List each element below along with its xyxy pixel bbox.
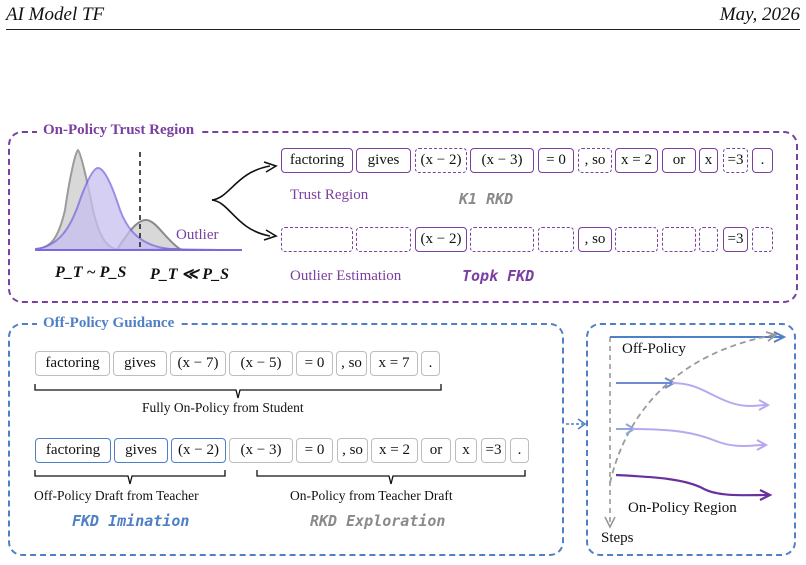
fkd-imination-label: FKD Imination: [72, 512, 190, 530]
on-policy-region-label: On-Policy Region: [628, 500, 737, 516]
trust-token-0: factoring: [281, 148, 353, 173]
outlier-token-1: [356, 227, 411, 252]
draft-token-6: x = 2: [371, 438, 418, 463]
trust-token-10: .: [752, 148, 773, 173]
outlier-token-7: [662, 227, 696, 252]
draft-token-5: , so: [337, 438, 368, 463]
brace-row1: [34, 384, 442, 399]
outlier-token-8: [699, 227, 718, 252]
outlier-token-3: [470, 227, 534, 252]
outlier-token-2: (x − 2): [415, 227, 467, 252]
rkd-exploration-label: RKD Exploration: [310, 512, 446, 530]
off-policy-panel: [8, 323, 564, 556]
trust-token-6: x = 2: [615, 148, 658, 173]
draft-token-8: x: [455, 438, 477, 463]
student-token-6: x = 7: [370, 351, 418, 376]
dist-right-label: P_T ≪ P_S: [150, 266, 229, 283]
trust-region-title: On-Policy Trust Region: [37, 122, 201, 139]
off-policy-label: Off-Policy: [622, 341, 686, 357]
outlier-token-4: [538, 227, 574, 252]
header-date: May, 2026: [719, 4, 800, 25]
outlier-label: Outlier: [176, 227, 219, 243]
steps-panel: [586, 323, 796, 556]
student-token-2: (x − 7): [170, 351, 226, 376]
steps-axis-label: Steps: [601, 530, 634, 546]
draft-token-10: .: [510, 438, 529, 463]
trust-token-3: (x − 3): [470, 148, 534, 173]
k1-rkd-label: K1 RKD: [459, 190, 514, 208]
draft-token-4: = 0: [296, 438, 333, 463]
trust-token-4: = 0: [538, 148, 574, 173]
student-token-4: = 0: [296, 351, 333, 376]
draft-token-3: (x − 3): [229, 438, 293, 463]
brace-row2-right: [256, 470, 526, 485]
row1-caption: Fully On-Policy from Student: [142, 400, 304, 415]
row2-caption-left: Off-Policy Draft from Teacher: [34, 488, 199, 503]
student-token-1: gives: [113, 351, 167, 376]
outlier-token-5: , so: [578, 227, 612, 252]
topk-fkd-label: Topk FKD: [462, 267, 535, 285]
draft-token-2: (x − 2): [171, 438, 226, 463]
row2-caption-right: On-Policy from Teacher Draft: [290, 488, 453, 503]
header-rule: [6, 29, 800, 30]
trust-token-2: (x − 2): [415, 148, 467, 173]
trust-token-5: , so: [578, 148, 612, 173]
student-token-7: .: [421, 351, 440, 376]
outlier-estimation-label: Outlier Estimation: [290, 268, 402, 284]
branch-arrows: [211, 161, 278, 241]
header-title: AI Model TF: [6, 4, 105, 25]
trust-token-7: or: [662, 148, 696, 173]
student-token-5: , so: [336, 351, 367, 376]
dist-left-label: P_T ~ P_S: [55, 264, 127, 281]
outlier-token-0: [281, 227, 353, 252]
trust-token-1: gives: [356, 148, 411, 173]
off-policy-title: Off-Policy Guidance: [37, 315, 181, 332]
trust-region-panel: [8, 131, 798, 303]
trust-region-label: Trust Region: [290, 187, 369, 203]
student-token-0: factoring: [35, 351, 110, 376]
panel-connector-arrow: [566, 418, 587, 430]
trust-token-8: x: [699, 148, 718, 173]
outlier-token-10: [752, 227, 773, 252]
draft-token-1: gives: [114, 438, 168, 463]
outlier-token-6: [615, 227, 658, 252]
draft-token-9: =3: [481, 438, 506, 463]
trajectory-plot: [604, 331, 787, 529]
brace-row2-left: [34, 470, 226, 485]
distribution-plot: [35, 148, 242, 252]
outlier-token-9: =3: [723, 227, 748, 252]
draft-token-0: factoring: [35, 438, 111, 463]
draft-token-7: or: [421, 438, 451, 463]
trust-token-9: =3: [723, 148, 748, 173]
student-token-3: (x − 5): [229, 351, 293, 376]
